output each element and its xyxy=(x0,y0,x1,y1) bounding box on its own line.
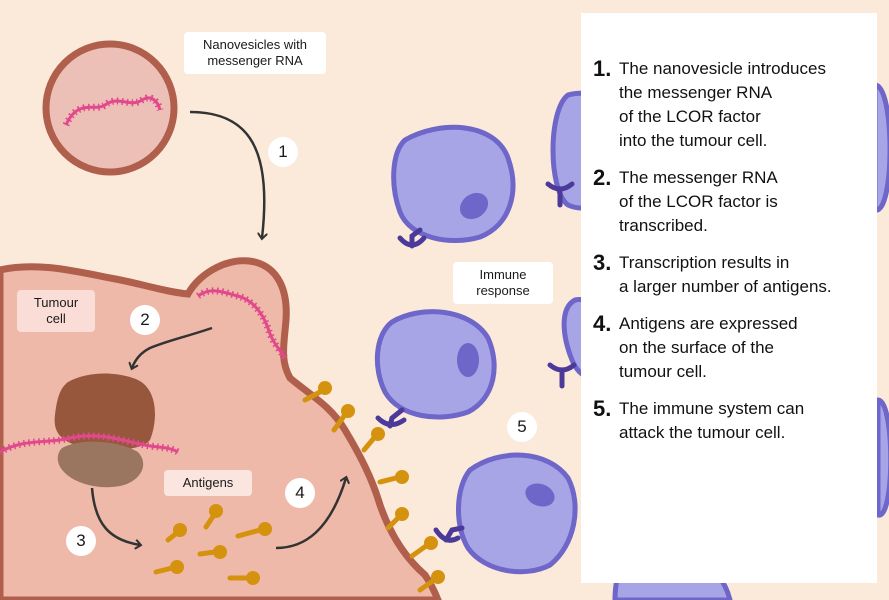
arrow-3 xyxy=(90,487,140,545)
step-badge-5: 5 xyxy=(507,412,537,442)
surface-antigens xyxy=(302,381,445,593)
step-text: Transcription results in a larger number… xyxy=(619,253,832,296)
step-text: The nanovesicle introduces the messenger… xyxy=(619,59,826,150)
step-number: 2. xyxy=(593,165,612,190)
nanovesicles-label: Nanovesicles with messenger RNA xyxy=(184,32,326,74)
step-text: The immune system can attack the tumour … xyxy=(619,399,805,442)
step-badge-2: 2 xyxy=(130,305,160,335)
steps-panel: 1. The nanovesicle introduces the messen… xyxy=(581,13,877,583)
arrow-2 xyxy=(132,326,213,368)
immune-cells xyxy=(374,124,578,575)
immune-response-label: Immune response xyxy=(453,262,553,304)
step-badge-4: 4 xyxy=(285,478,315,508)
nanovesicle xyxy=(42,40,178,176)
step-badge-3: 3 xyxy=(66,526,96,556)
antigens-label: Antigens xyxy=(164,470,252,496)
step-number: 4. xyxy=(593,311,612,336)
immune-cell xyxy=(875,397,889,518)
step-text: The messenger RNA of the LCOR factor is … xyxy=(619,168,778,235)
receptor xyxy=(375,227,465,543)
ribosome-lower xyxy=(57,441,144,488)
arrow-1 xyxy=(189,110,264,238)
step-text: Antigens are expressed on the surface of… xyxy=(619,314,798,381)
step-number: 3. xyxy=(593,250,612,275)
step-item: 2. The messenger RNA of the LCOR factor … xyxy=(593,166,869,238)
step-number: 1. xyxy=(593,56,612,81)
tumour-cell-label: Tumour cell xyxy=(17,290,95,332)
mrna-strand xyxy=(64,96,162,126)
immune-nucleus xyxy=(457,343,479,377)
immune-nucleus xyxy=(459,192,489,220)
step-item: 4. Antigens are expressed on the surface… xyxy=(593,312,869,384)
immune-nucleus xyxy=(525,483,555,507)
step-item: 1. The nanovesicle introduces the messen… xyxy=(593,57,869,153)
arrow-4 xyxy=(275,478,346,550)
receptor xyxy=(545,181,577,389)
immune-cell xyxy=(872,82,889,213)
internal-antigens xyxy=(153,504,272,585)
step-badge-1: 1 xyxy=(268,137,298,167)
mrna-bases xyxy=(0,432,180,456)
step-item: 5. The immune system can attack the tumo… xyxy=(593,397,869,445)
step-item: 3. Transcription results in a larger num… xyxy=(593,251,869,299)
ribosome-upper xyxy=(54,373,155,450)
immune-cell xyxy=(391,124,516,243)
immune-cell xyxy=(374,309,497,420)
step-number: 5. xyxy=(593,396,612,421)
immune-cell xyxy=(456,452,578,575)
mrna-bases xyxy=(195,287,288,360)
